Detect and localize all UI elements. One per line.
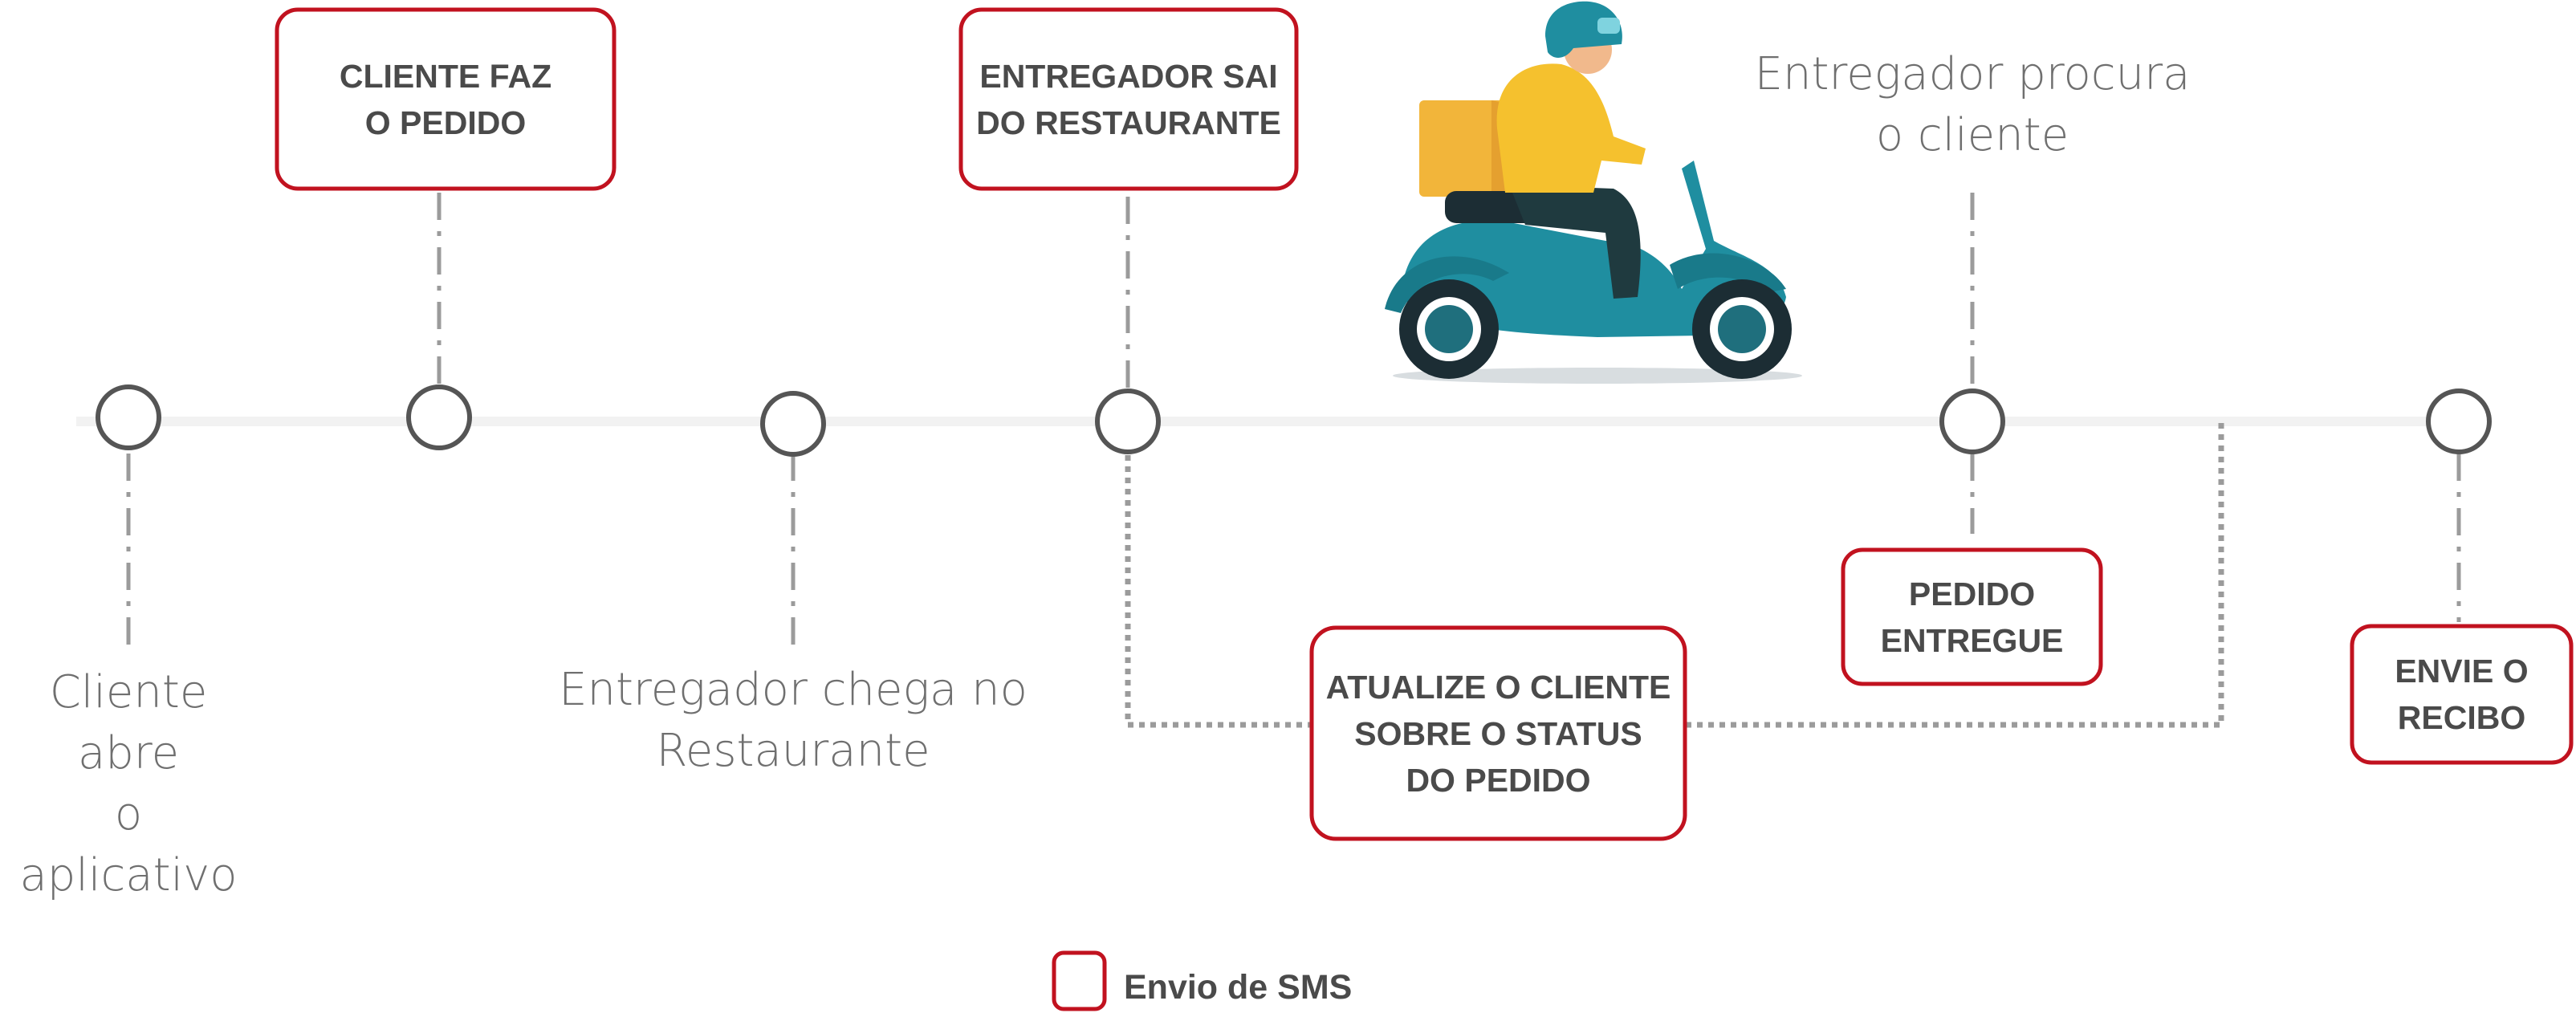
node-entregador-chega [760,391,826,457]
step-entregador-chega-line-1: Entregador chega no [559,664,1028,716]
node-envie-recibo [2426,389,2492,454]
box-cliente-faz-pedido [275,7,617,191]
box-envie-recibo [2350,624,2574,765]
step-envie-recibo-line-2: RECIBO [2397,699,2526,736]
step-pedido-entregue-line-1: PEDIDO [1908,575,2036,612]
timeline-nodes [96,384,2492,457]
step-atualize-cliente: ATUALIZE O CLIENTE SOBRE O STATUS DO PED… [1312,628,1685,839]
scooter-rear-fender [1385,256,1509,313]
step-cliente-abre-line-1: Cliente abre [49,666,208,779]
rider-helmet [1545,1,1622,58]
connectors [126,193,2461,650]
node-cliente-faz-pedido [406,384,472,450]
step-entregador-chega-line-2: Restaurante [656,725,930,777]
step-entregador-sai-line-2: DO RESTAURANTE [976,104,1281,141]
node-entregador-procura [1939,389,2005,454]
step-entregador-procura-line-2: o cliente [1875,109,2069,161]
step-envie-recibo-line-1: ENVIE O [2395,653,2529,690]
rider-torso [1496,63,1646,193]
step-entregador-procura: Entregador procura o cliente [1732,44,2213,166]
box-atualize-cliente [1309,625,1687,841]
status-bracket [1125,420,2224,728]
scooter-body [1401,161,1786,337]
step-pedido-entregue: PEDIDO ENTREGUE [1843,550,2101,684]
step-pedido-entregue-line-2: ENTREGUE [1880,621,2064,659]
box-entregador-sai [958,7,1299,191]
helmet-visor [1597,18,1620,34]
step-cliente-abre-line-2: o aplicativo [19,788,238,901]
step-entregador-procura-line-1: Entregador procura [1754,48,2191,100]
node-entregador-sai [1095,389,1161,454]
scooter-shadow [1393,368,1802,384]
rider-legs [1509,185,1641,299]
legend-sms-label: Envio de SMS [1124,968,1353,1007]
step-entregador-sai-line-1: ENTREGADOR SAI [979,57,1278,95]
front-wheel-center [1718,305,1766,353]
step-atualize-cliente-line-3: DO PEDIDO [1406,761,1591,799]
step-atualize-cliente-line-2: SOBRE O STATUS [1354,714,1642,752]
legend-swatch [1052,950,1107,1011]
step-cliente-faz-pedido-line-1: CLIENTE FAZ [339,57,552,95]
box-pedido-entregue [1841,547,2103,686]
step-cliente-faz-pedido: CLIENTE FAZ O PEDIDO [277,10,614,189]
node-cliente-abre [96,384,161,450]
step-envie-recibo: ENVIE O RECIBO [2352,626,2571,763]
step-entregador-sai: ENTREGADOR SAI DO RESTAURANTE [961,10,1296,189]
sms-boxes [275,7,2574,1011]
step-atualize-cliente-line-1: ATUALIZE O CLIENTE [1325,668,1671,706]
status-bracket-left [1125,455,1310,728]
step-cliente-faz-pedido-line-2: O PEDIDO [364,104,527,141]
step-cliente-abre: Cliente abre o aplicativo [0,662,257,906]
step-entregador-chega: Entregador chega no Restaurante [552,660,1034,782]
delivery-scooter-icon [1385,1,1802,384]
rear-wheel-center [1425,305,1473,353]
